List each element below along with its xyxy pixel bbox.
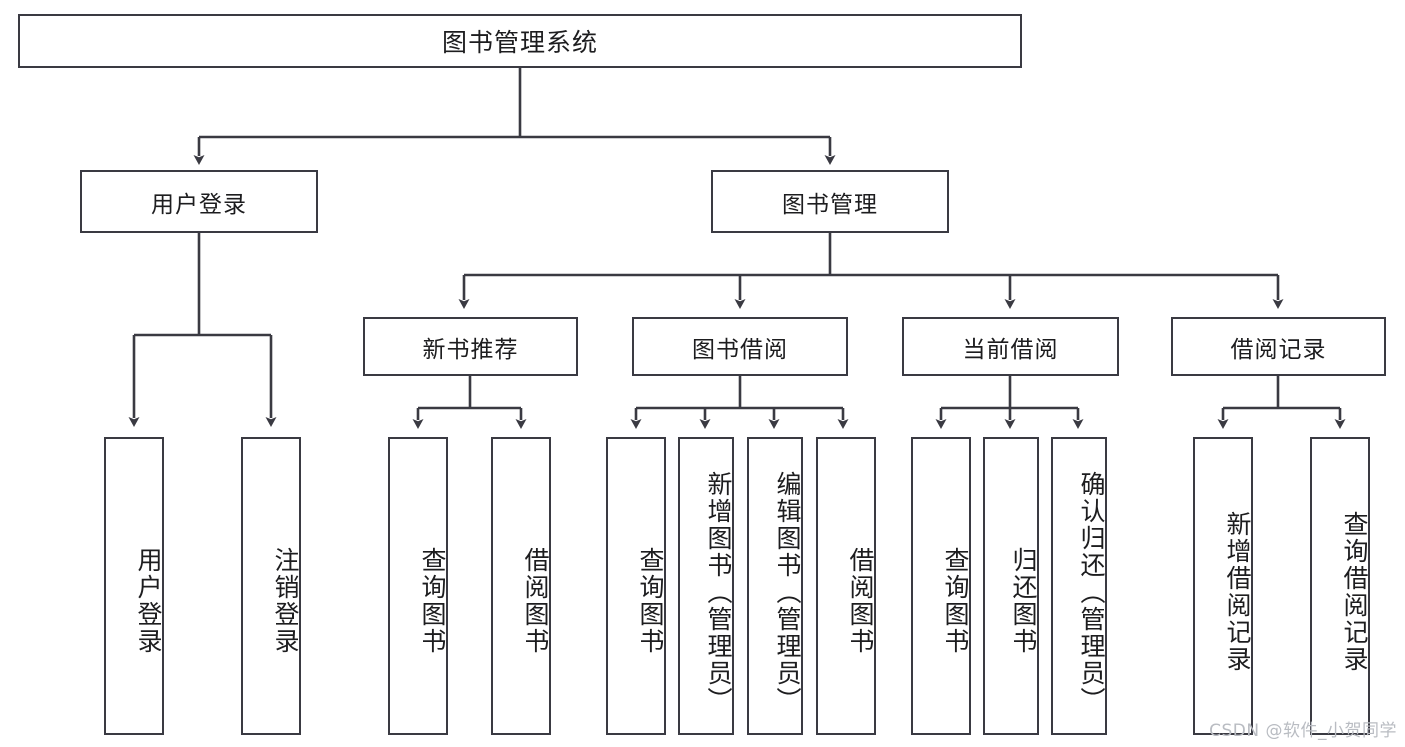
node-borrow-record[interactable]: 借阅记录	[1171, 317, 1386, 376]
leaf-query-book-recommend[interactable]: 查询图书	[388, 437, 448, 735]
node-new-book-recommend[interactable]: 新书推荐	[363, 317, 578, 376]
leaf-label: 查询借阅记录	[1340, 511, 1369, 673]
csdn-watermark: CSDN @软件_小贺同学	[1209, 721, 1397, 741]
node-book-borrow[interactable]: 图书借阅	[632, 317, 848, 376]
leaf-query-borrow-record[interactable]: 查询借阅记录	[1310, 437, 1370, 735]
leaf-label: 借阅图书	[521, 547, 550, 655]
leaf-label: 查询图书	[941, 547, 970, 655]
leaf-return-book[interactable]: 归还图书	[983, 437, 1039, 735]
node-root-system[interactable]: 图书管理系统	[18, 14, 1022, 68]
leaf-query-book-current[interactable]: 查询图书	[911, 437, 971, 735]
leaf-borrow-book-recommend[interactable]: 借阅图书	[491, 437, 551, 735]
leaf-label: 用户登录	[134, 547, 163, 655]
leaf-label: 查询图书	[418, 547, 447, 655]
leaf-label: 新增图书（管理员）	[704, 470, 733, 714]
leaf-label: 归还图书	[1009, 547, 1038, 655]
leaf-borrow-book[interactable]: 借阅图书	[816, 437, 876, 735]
leaf-logout[interactable]: 注销登录	[241, 437, 301, 735]
leaf-label: 新增借阅记录	[1223, 511, 1252, 673]
node-current-borrow[interactable]: 当前借阅	[902, 317, 1119, 376]
leaf-add-borrow-record[interactable]: 新增借阅记录	[1193, 437, 1253, 735]
leaf-edit-book-admin[interactable]: 编辑图书（管理员）	[747, 437, 803, 735]
leaf-user-login[interactable]: 用户登录	[104, 437, 164, 735]
leaf-confirm-return-admin[interactable]: 确认归还（管理员）	[1051, 437, 1107, 735]
leaf-label: 确认归还（管理员）	[1077, 470, 1106, 714]
leaf-label: 借阅图书	[846, 547, 875, 655]
leaf-label: 查询图书	[636, 547, 665, 655]
leaf-add-book-admin[interactable]: 新增图书（管理员）	[678, 437, 734, 735]
node-book-management[interactable]: 图书管理	[711, 170, 949, 233]
leaf-label: 注销登录	[271, 547, 300, 655]
node-user-login[interactable]: 用户登录	[80, 170, 318, 233]
leaf-query-book-borrow[interactable]: 查询图书	[606, 437, 666, 735]
leaf-label: 编辑图书（管理员）	[773, 470, 802, 714]
